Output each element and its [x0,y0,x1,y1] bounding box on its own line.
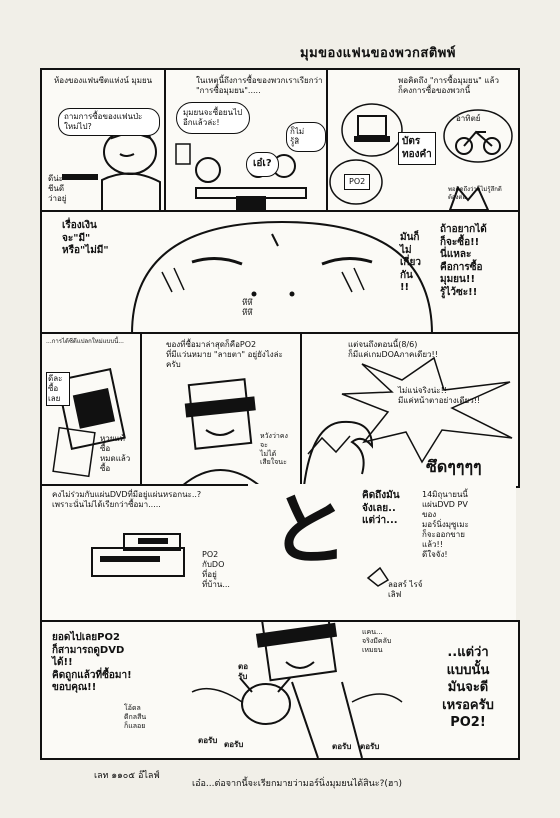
panel-3-side-text: พอคิดถึงว่าก็ไม่รู้สึกดี ต้องต่อ [448,186,502,201]
panel-5-card: หวยแท้ ซื้อ หมดแล้ว ซื้อ [100,434,131,473]
panel-3-caption: พอคิดถึง "การซื้อมุมยน" แล้ว ก็คงการซื้อ… [398,76,499,95]
panel-11-right-text: ..แต่ว่า แบบนั้น มันจะดี เหรอครับ PO2! [442,645,494,731]
panel-10-left-text: คิดถึงมัน จังเลย.. แต่ว่า... [362,490,400,526]
wave-drawing [303,356,513,486]
panel-9: と [248,484,360,622]
panel-3-box1: บัตร ทองคำ [398,132,436,165]
panel-3-box2: PO2 [344,174,371,190]
panel-11-left-text: ยอดไปเลยPO2 ก็สามารถดูDVD ได้!! คิดถูกแล… [52,632,132,693]
panel-4-mid-text: มันก็ ไม่ เกี่ยว กัน !! [400,232,421,293]
panel-5-side-text: ดีละ ซื้อ เลย [46,372,70,406]
panel-11-sfx-1: ตอรับ [198,736,218,745]
panel-10-sign: ลอสร์ ไรจ์ เลิฟ [388,580,423,599]
panel-8: คงไม่ร่วมกับแผ่นDVDที่มีอยู่แผ่นหรอกนะ..… [40,484,252,624]
panel-4-right-text: ถ้าอยากได้ ก็จะซื้อ!! นี่แหละ คือการซื้อ… [440,224,487,298]
panel-1-caption: ห้องของแฟนซีตแห่งน์ มุมยน [54,76,153,85]
panel-6: ของที่ซื้อมาล่าสุดก็คือPO2 ที่มีแว่นหมาย… [140,332,304,488]
dvd-player-drawing [91,533,185,577]
panel-7-caption: แต่จนถึงตอนนี้(8/6) ก็มีแค่เกมDOAภาคเดีย… [348,340,438,359]
panel-11-mid-text: แคน... จริงมีคลับ เหมยน [362,628,392,654]
dvd-box-drawing [52,367,126,478]
footer-left: เลท ๑๑๐๕ อ๊ไลฟ์ [94,771,160,781]
page-title: มุมของแฟนของพวกสติพพ์ [300,46,456,61]
glasses-character-drawing [181,378,261,486]
panel-1: ห้องของแฟนซีตแห่งน์ มุมยน ถามการซื้อของแ… [40,68,168,214]
panel-1-bubble: ถามการซื้อของแฟนป่ะใหม่ไป? [58,108,160,136]
big-face-closeup-drawing [131,220,433,334]
thought-items-drawing [329,103,513,211]
panel-7: แต่จนถึงตอนนี้(8/6) ก็มีแค่เกมDOAภาคเดีย… [300,332,520,488]
panel-6-caption: ของที่ซื้อมาล่าสุดก็คือPO2 ที่มีแว่นหมาย… [166,340,283,369]
panel-2: ในเหตุนี้ถึงการซื้อของพวกเราเรียกว่า "กา… [164,68,330,214]
panel-4: เรื่องเงิน จะ"มี" หรือ"ไม่มี" มันก็ ไม่ … [40,210,520,336]
panel-7-bubble: ไม่แน่จริงน่ะ!! มีแค่หน้าตาอย่างเดียว!! [398,386,481,405]
panel-5: ...การได้ซีดีแปลกใหม่แบบนี้... ดีละ ซื้อ… [40,332,144,488]
panel-8-caption: คงไม่ร่วมกับแผ่นDVDที่มีอยู่แผ่นหรอกนะ..… [52,490,202,509]
panel-3: พอคิดถึง "การซื้อมุมยน" แล้ว ก็คงการซื้อ… [326,68,520,214]
panel-7-sound: ซึดๆๆๆๆ [426,457,482,476]
small-doodle-drawing [366,566,390,587]
panel-2-bubble-left: มุมยนจะซื้อยนไป อีกแล้วล่ะ! [176,102,250,134]
panel-11: ยอดไปเลยPO2 ก็สามารถดูDVD ได้!! คิดถูกแล… [40,620,520,760]
panel-11-sfx-3: ตอรับ [332,742,352,751]
panel-4-sound: หึหึ หึหึ [242,298,253,317]
panel-5-caption: ...การได้ซีดีแปลกใหม่แบบนี้... [46,338,124,345]
panel-2-bubble-center: เอ๋เ? [246,152,279,177]
footer-right: เอ๋อ...ต่อจากนี้จะเรียกมายว่ามอร์นิ่งมุม… [192,779,402,789]
panel-11-sub-text: โอ้ดล ดีกลสีน ก็แลอย [124,704,147,730]
panel-10: คิดถึงมัน จังเลย.. แต่ว่า... 14มิถุนายนน… [358,484,516,622]
panel-2-caption: ในเหตุนี้ถึงการซื้อของพวกเราเรียกว่า "กา… [196,76,323,95]
panel-2-bubble-right: ก็ไม่ รู้สิ [286,122,326,152]
celebrating-character-drawing [191,622,403,758]
panel-9-big-glyph: と [270,486,349,576]
panel-6-side-text: หวังว่าคง จะ ไม่ได้ เสียใจนะ [260,432,288,467]
panel-10-right-text: 14มิถุนายนนี้ แผ่นDVD PV ของ มอร์นิ่งมุซ… [422,490,469,559]
panel-8-note: PO2 กับDO ที่อยู่ ที่บ้าน... [202,550,230,589]
panel-11-sfx-2: ตอรับ [224,740,244,749]
panel-11-sfx-5: ตอ รับ [238,662,248,681]
panel-4-left-text: เรื่องเงิน จะ"มี" หรือ"ไม่มี" [62,220,109,256]
panel-3-bike-label: อาทิตย์ [456,114,481,123]
panel-11-sfx-4: ตอรับ [360,742,380,751]
panel-1-side-text: ดีน่ะ ชีนดี ว่าอยู่ [48,174,67,203]
